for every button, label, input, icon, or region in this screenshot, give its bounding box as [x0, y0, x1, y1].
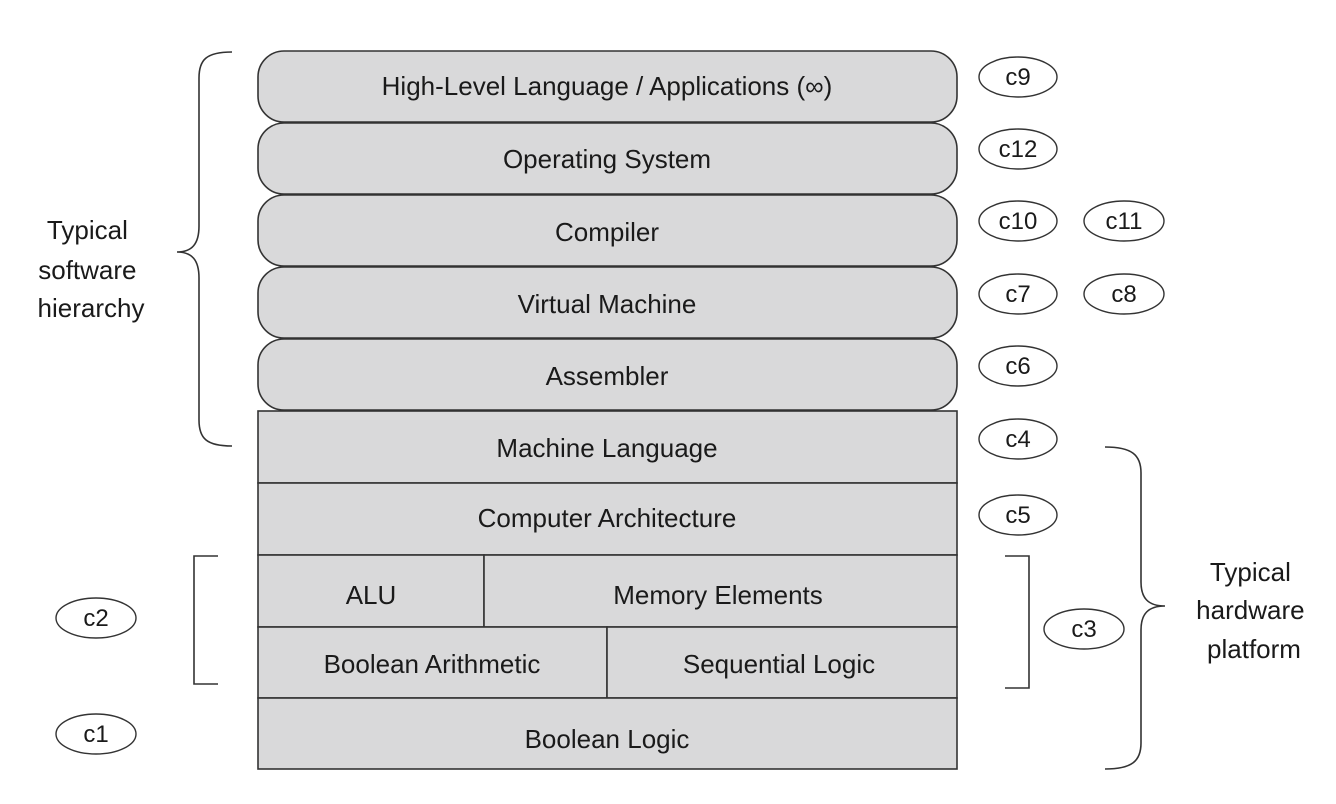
chapter-tag-c1-label: c1 [83, 721, 108, 748]
software-hierarchy-label-line-3: hierarchy [38, 293, 145, 323]
chapter-tag-c10-label: c10 [999, 208, 1038, 235]
layer-alu-label: ALU [346, 580, 397, 610]
chapter-tag-c8: c8 [1083, 273, 1165, 315]
chapter-tag-c12-label: c12 [999, 136, 1038, 163]
hardware-platform-label-line-3: platform [1207, 634, 1301, 664]
layer-virtual-machine-label: Virtual Machine [518, 289, 697, 319]
chapter-tag-c2-label: c2 [83, 605, 108, 632]
chapter-tag-c9-label: c9 [1005, 64, 1030, 91]
chapter-tag-c12: c12 [978, 128, 1058, 170]
chapter-tag-c4: c4 [978, 418, 1058, 460]
layer-high-level-language: High-Level Language / Applications (∞) [257, 50, 958, 123]
chapter-tag-c3: c3 [1043, 608, 1125, 650]
layer-memory-elements-label: Memory Elements [613, 580, 823, 610]
layer-compiler: Compiler [257, 194, 958, 267]
hardware-platform-label-line-1: Typical [1210, 557, 1291, 587]
layer-alu: ALU [257, 554, 485, 628]
software-hierarchy-label-line-2: software [38, 255, 136, 285]
layer-machine-language: Machine Language [257, 410, 958, 484]
chapter-tag-c4-label: c4 [1005, 426, 1030, 453]
layer-assembler-label: Assembler [546, 361, 669, 391]
layer-boolean-logic: Boolean Logic [257, 697, 958, 770]
software-hierarchy-label-line-1: Typical [47, 215, 128, 245]
layer-assembler: Assembler [257, 338, 958, 411]
chapter-tag-c3-label: c3 [1071, 616, 1096, 643]
chapter-tag-c10: c10 [978, 200, 1058, 242]
chapter-tag-c6: c6 [978, 345, 1058, 387]
chapter-tag-c9: c9 [978, 56, 1058, 98]
chapter-tag-c1: c1 [55, 713, 137, 755]
chapter-tag-c8-label: c8 [1111, 281, 1136, 308]
chapter-tag-c5-label: c5 [1005, 502, 1030, 529]
layer-memory-elements: Memory Elements [483, 554, 958, 628]
chapter-tag-c6-label: c6 [1005, 353, 1030, 380]
layer-sequential-logic: Sequential Logic [606, 626, 958, 699]
layer-boolean-logic-label: Boolean Logic [525, 724, 690, 754]
chapter-tag-c11: c11 [1083, 200, 1165, 242]
layer-machine-language-label: Machine Language [496, 433, 717, 463]
chapter-tag-c7-label: c7 [1005, 281, 1030, 308]
hardware-platform-label: Typical hardware platform [1196, 557, 1312, 664]
chapter-tag-c11-label: c11 [1106, 208, 1143, 235]
chapter-tag-c5: c5 [978, 494, 1058, 536]
chapter-tag-c7: c7 [978, 273, 1058, 315]
hardware-platform-label-line-2: hardware [1196, 595, 1304, 625]
layer-boolean-arithmetic: Boolean Arithmetic [257, 626, 608, 699]
layer-virtual-machine: Virtual Machine [257, 266, 958, 339]
layer-high-level-language-label: High-Level Language / Applications (∞) [382, 71, 833, 101]
layer-operating-system: Operating System [257, 122, 958, 195]
layer-computer-architecture: Computer Architecture [257, 482, 958, 556]
software-hierarchy-label: Typical software hierarchy [38, 215, 145, 323]
layer-computer-architecture-label: Computer Architecture [478, 503, 737, 533]
layer-compiler-label: Compiler [555, 217, 659, 247]
chips-left-bracket [193, 555, 218, 685]
hardware-platform-brace [1104, 446, 1166, 770]
layer-operating-system-label: Operating System [503, 144, 711, 174]
chapter-tag-c2: c2 [55, 597, 137, 639]
chips-right-bracket [1005, 555, 1030, 689]
layer-boolean-arithmetic-label: Boolean Arithmetic [324, 649, 541, 679]
layer-sequential-logic-label: Sequential Logic [683, 649, 875, 679]
software-hierarchy-brace [176, 51, 233, 447]
